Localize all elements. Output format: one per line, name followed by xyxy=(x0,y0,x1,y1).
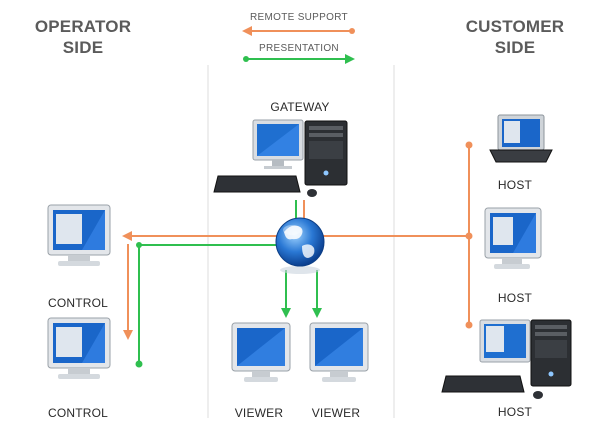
legend-presentation-label: PRESENTATION xyxy=(259,43,339,54)
legend-remote-support-label: REMOTE SUPPORT xyxy=(250,12,348,23)
host-1-laptop-icon xyxy=(489,114,553,163)
host-1-dot xyxy=(465,141,473,149)
green-operator-dot-bottom xyxy=(135,360,143,368)
host-3-desktop-icon xyxy=(441,319,572,399)
gateway-label: GATEWAY xyxy=(270,100,330,114)
customer-side-line2: SIDE xyxy=(494,38,536,57)
gateway-desktop-icon xyxy=(213,119,348,197)
operator-side-line2: SIDE xyxy=(62,38,104,57)
viewer-1-label: VIEWER xyxy=(234,406,284,420)
viewer-2-monitor-icon xyxy=(309,322,369,382)
customer-side-line1: CUSTOMER xyxy=(465,17,565,36)
host-3-dot xyxy=(465,321,473,329)
control-2-monitor-icon xyxy=(47,317,111,379)
legend-presentation-dot xyxy=(243,56,249,62)
host-3-label: HOST xyxy=(497,405,533,419)
host-2-label: HOST xyxy=(497,291,533,305)
control-1-monitor-icon xyxy=(47,204,111,266)
operator-side-line1: OPERATOR xyxy=(34,17,132,36)
globe-icon xyxy=(275,217,325,274)
operator-side-title: OPERATOR SIDE xyxy=(18,16,148,58)
customer-side-title: CUSTOMER SIDE xyxy=(450,16,580,58)
host-1-label: HOST xyxy=(497,178,533,192)
control-2-label: CONTROL xyxy=(47,406,109,420)
host-2-monitor-icon xyxy=(484,207,542,269)
legend-remote-support-dot xyxy=(349,28,355,34)
viewer-2-label: VIEWER xyxy=(311,406,361,420)
control-1-label: CONTROL xyxy=(47,296,109,310)
viewer-1-monitor-icon xyxy=(231,322,291,382)
